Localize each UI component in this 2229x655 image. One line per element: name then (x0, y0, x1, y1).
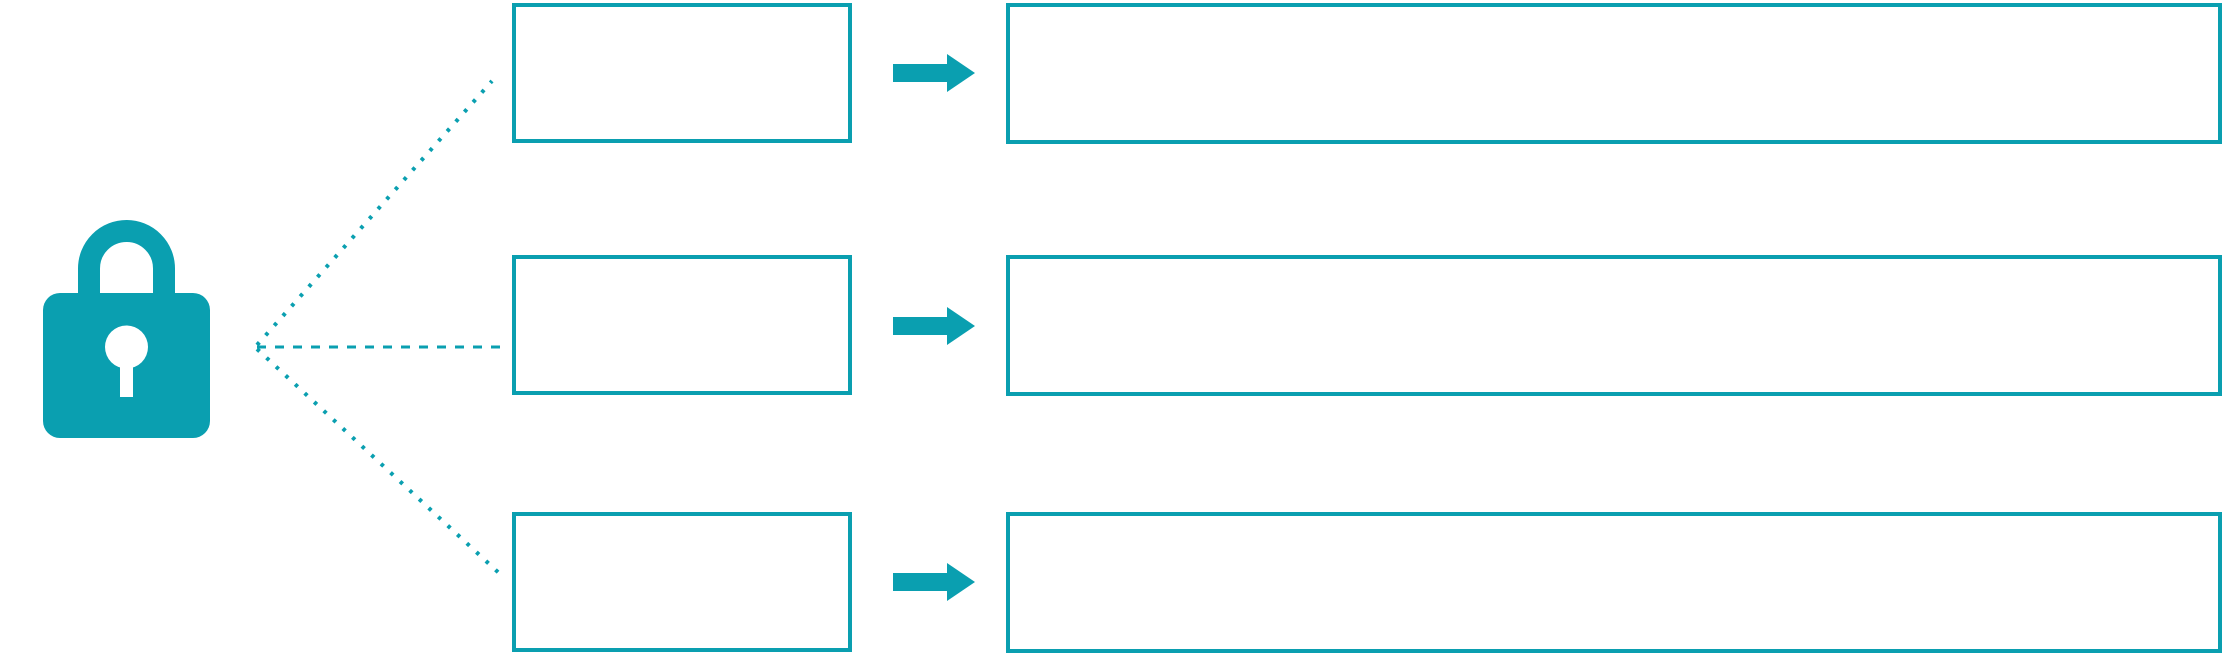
definition-box-2 (1006, 255, 2222, 396)
dotted-connector-bottom (255, 347, 502, 576)
definition-box-3 (1006, 512, 2222, 653)
definition-box-1 (1006, 3, 2222, 144)
lock-icon (43, 220, 210, 438)
arrow-right-icon (893, 54, 975, 92)
term-box-3 (512, 512, 852, 652)
arrow-right-icon (893, 307, 975, 345)
term-box-1 (512, 3, 852, 143)
dotted-connector-top (255, 79, 494, 347)
arrow-right-icon (893, 563, 975, 601)
term-box-2 (512, 255, 852, 395)
